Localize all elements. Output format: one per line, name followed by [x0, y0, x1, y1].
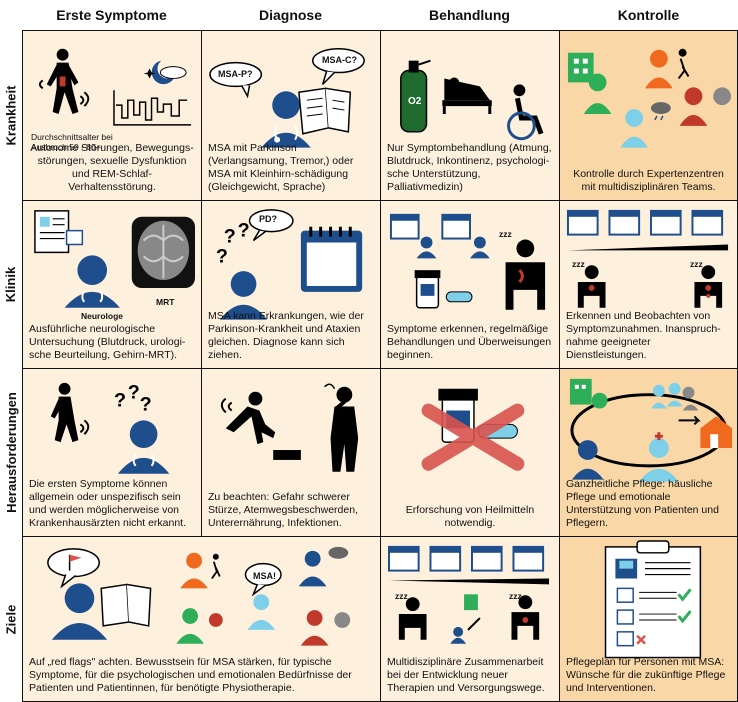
row-header-herausforderungen: Herausforderungen — [3, 391, 19, 513]
doctor-questioning-calendar-icon: ? ? ? — [216, 209, 363, 320]
timeline-calendars-patients-icon — [566, 209, 729, 308]
zzz-label-right: zzz — [690, 259, 703, 269]
column-header-kontrolle: Kontrolle — [617, 7, 680, 23]
zzz-label-left: zzz — [572, 259, 585, 269]
mrt-label: MRT — [156, 297, 175, 307]
cell-herausforderungen-behandlung: Erforschung von Heilmitteln notwendig. — [380, 368, 560, 537]
collaboration-timeline-icon — [387, 545, 550, 644]
doctor-reading-icon — [209, 48, 365, 148]
bubble-pd: PD? — [259, 214, 277, 224]
cell-ziele-behandlung: zzz zzz Multidisziplinäre Zusammenarbeit… — [380, 536, 560, 702]
cell-caption: Auf „red flags" achten. Bewusstsein für … — [29, 656, 352, 694]
neurologist-mri-icon — [34, 210, 196, 308]
svg-text:?: ? — [224, 226, 236, 248]
walking-person-tremor-icon — [38, 48, 192, 126]
row-header-klinik: Klinik — [3, 266, 19, 302]
cell-krankheit-behandlung: O2 Nur Symptombehandlung (Atmung, Blutdr… — [380, 30, 560, 201]
bubble-msa-c: MSA-C? — [322, 55, 357, 65]
calendar-medication-patient-icon — [389, 213, 546, 310]
cell-caption: Pflegeplan für Personen mit MSA: Wünsche… — [566, 656, 726, 694]
cell-caption: Zu beachten: Gefahr schwerer Stürze, Ate… — [208, 491, 358, 529]
cell-krankheit-kontrolle: Kontrolle durch Expertenzentren mit mult… — [559, 30, 738, 201]
walking-person-doctor-questions-icon: ? ? ? — [50, 382, 170, 474]
neurologe-label: Neurologe — [81, 311, 124, 321]
zzz-label: zzz — [499, 229, 512, 239]
cell-caption: Erkennen und Beobachten von Symptomzunah… — [566, 310, 721, 361]
cell-klinik-erste-symptome: Neurologe MRT Ausführliche neurologische… — [22, 200, 202, 369]
cell-herausforderungen-erste-symptome: ? ? ? Die ersten Symptome können allgeme… — [22, 368, 202, 537]
zzz-label-right: zzz — [509, 591, 522, 601]
medication-crossed-out-icon — [421, 388, 525, 471]
cell-caption: Kontrolle durch Expertenzentren mit mult… — [573, 168, 724, 193]
cell-ziele-erste-symptome-diagnose: MSA! Auf „red flags" achten. Bewusstsein… — [22, 536, 381, 702]
cell-caption: Nur Symptombehandlung (Atmung, Blutdruck… — [387, 142, 552, 193]
column-header-diagnose: Diagnose — [258, 7, 322, 23]
cell-caption: Ganzheitliche Pflege: häusliche Pflege u… — [566, 478, 719, 529]
svg-text:?: ? — [140, 394, 152, 416]
care-plan-clipboard-icon — [604, 540, 702, 659]
oxygen-label: O2 — [408, 96, 422, 107]
cell-caption: Multidisziplinäre Zusammenarbeit bei der… — [387, 656, 545, 694]
cell-herausforderungen-kontrolle: Ganzheitliche Pflege: häusliche Pflege u… — [559, 368, 738, 537]
column-header-erste-symptome: Erste Symptome — [56, 7, 167, 23]
bubble-msa: MSA! — [253, 571, 276, 581]
cell-caption: MSA mit Parkinson (Verlangsamung, Tremor… — [208, 142, 354, 193]
cell-caption: Die ersten Symptome können allgemein ode… — [29, 478, 187, 529]
oxygen-bed-wheelchair-icons — [400, 59, 544, 141]
svg-text:?: ? — [238, 220, 250, 242]
cell-ziele-kontrolle: Pflegeplan für Personen mit MSA: Wünsche… — [559, 536, 738, 702]
zzz-label-left: zzz — [395, 591, 408, 601]
cell-caption: Symptome erkennen, regelmäßige Behandlun… — [387, 323, 552, 361]
cell-caption: Erforschung von Heilmitteln notwendig. — [405, 504, 535, 529]
row-header-ziele: Ziele — [3, 604, 19, 634]
bubble-msa-p: MSA-P? — [218, 69, 253, 79]
svg-text:?: ? — [216, 245, 228, 267]
cell-klinik-kontrolle: zzz zzz Erkennen und Beobachten von Symp… — [559, 200, 738, 369]
cell-caption: MSA kann Erkrankungen, wie der Parkinson… — [208, 310, 364, 361]
cell-herausforderungen-diagnose: Zu beachten: Gefahr schwerer Stürze, Ate… — [201, 368, 381, 537]
svg-text:?: ? — [114, 390, 126, 412]
column-header-behandlung: Behandlung — [429, 7, 510, 23]
cell-krankheit-diagnose: MSA-P? MSA-C? MSA mit Parkinson (Verlang… — [201, 30, 381, 201]
cell-caption: Ausführliche neurologische Untersuchung … — [29, 323, 186, 361]
awareness-team-icons — [47, 546, 351, 646]
row-header-krankheit: Krankheit — [3, 85, 19, 145]
expert-team-icons — [567, 48, 732, 148]
cell-klinik-diagnose: ? ? ? PD? MSA kann Erkrankungen, wie der… — [201, 200, 381, 369]
cell-klinik-behandlung: zzz Symptome erkennen, regelmäßige Behan… — [380, 200, 560, 369]
falling-person-worried-person-icon — [220, 383, 359, 472]
cell-caption: Autonome Störungen, Bewegungs-störungen,… — [30, 142, 194, 193]
svg-text:?: ? — [128, 382, 140, 404]
holistic-care-cycle-icon — [569, 378, 732, 482]
